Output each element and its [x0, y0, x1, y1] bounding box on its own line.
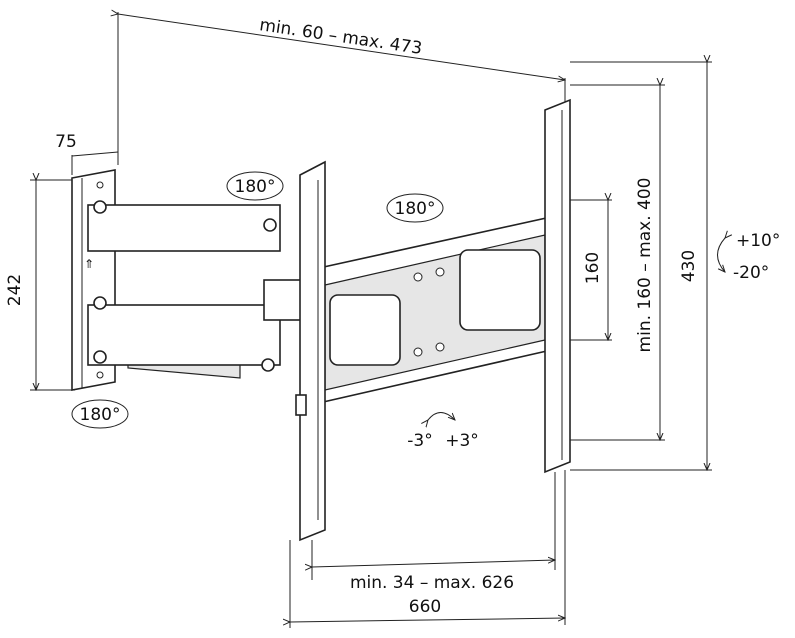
wall-plate-height-dimension: 242 — [5, 180, 75, 390]
arm-extension-label: min. 60 – max. 473 — [258, 15, 423, 59]
tilt-down-label: -20° — [733, 263, 769, 283]
vesa-horizontal-range-dimension: min. 34 – max. 626 — [312, 472, 555, 593]
tv-plate-height-dimension: 430 — [570, 62, 712, 470]
tilt-up-label: +10° — [736, 231, 780, 251]
wall-plate-height-label: 242 — [5, 274, 25, 306]
swing-arms — [87, 200, 305, 379]
tv-bar-right — [544, 98, 571, 474]
wall-plate-depth-dimension: 75 — [55, 132, 119, 175]
rotation-indicator: -3° +3° — [407, 412, 479, 451]
tv-bar-left — [295, 160, 326, 542]
tilt-indicator: +10° -20° — [717, 231, 780, 283]
rotation-right-label: +3° — [445, 431, 479, 451]
vesa-horizontal-range-label: min. 34 – max. 626 — [350, 573, 514, 593]
wall-plate-depth-label: 75 — [55, 132, 77, 152]
wall-swivel-label: 180° — [80, 405, 121, 425]
rotation-left-label: -3° — [407, 431, 432, 451]
arm-extension-dimension: min. 60 – max. 473 — [118, 12, 565, 165]
tv-crossbar — [309, 214, 561, 407]
vesa-vertical-small-dimension: 160 — [570, 200, 612, 340]
swivel-indicator-wall: 180° — [71, 399, 129, 429]
tv-plate-height-label: 430 — [679, 250, 699, 282]
swivel-indicator-tv: 180° — [386, 193, 444, 223]
vesa-vertical-small-label: 160 — [583, 252, 603, 284]
vesa-vertical-range-label: min. 160 – max. 400 — [635, 178, 655, 353]
swivel-indicator-arm: 180° — [226, 171, 284, 201]
tv-plate-width-label: 660 — [409, 597, 441, 617]
tv-plate-width-dimension: 660 — [290, 470, 565, 628]
up-arrow-icon: ⇑ — [84, 257, 94, 271]
vesa-vertical-range-dimension: min. 160 – max. 400 — [570, 85, 665, 440]
arm-swivel-label: 180° — [235, 177, 276, 197]
tv-swivel-label: 180° — [395, 199, 436, 219]
